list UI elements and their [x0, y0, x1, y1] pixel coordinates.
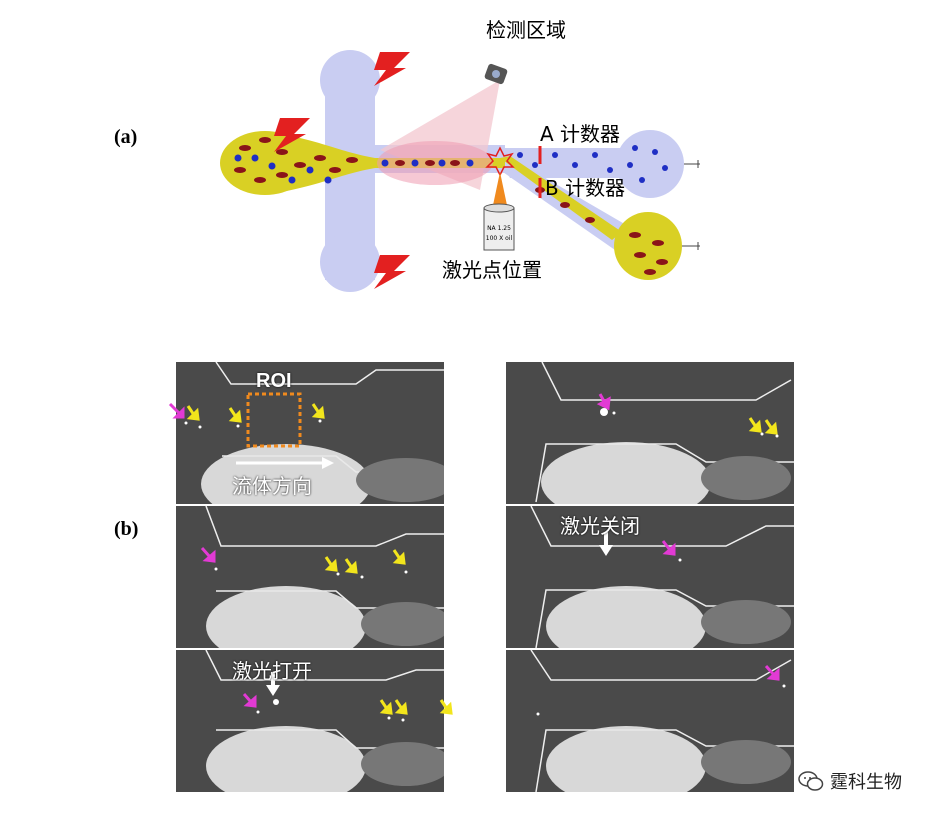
laser-arrow-icon [266, 532, 613, 696]
microfluidic-chip-diagram: NA 1.25 100 X oil [210, 40, 730, 310]
micrograph-frame [176, 650, 444, 792]
particle-dots [184, 408, 786, 722]
detection-zone-label: 检测区域 [486, 18, 566, 42]
micrograph-frame [506, 362, 794, 504]
panel-a-label: (a) [114, 126, 138, 148]
micrograph-frame [506, 506, 794, 648]
wechat-icon [798, 771, 824, 791]
laser-off-label: 激光关闭 [560, 514, 640, 538]
flow-direction-arrow [236, 457, 334, 469]
camera-icon [484, 63, 508, 85]
panel-b-label: (b) [114, 518, 139, 540]
svg-text:100 X oil: 100 X oil [486, 235, 513, 242]
flow-direction-label: 流体方向 [232, 474, 312, 498]
laser-beam [492, 172, 508, 210]
counter-b-label: B 计数器 [545, 176, 626, 200]
counter-a-label: A 计数器 [540, 122, 621, 146]
micrograph-frame [506, 650, 794, 792]
laser-position-label: 激光点位置 [442, 258, 542, 282]
roi-box [246, 392, 302, 448]
watermark: 霆科生物 [798, 768, 902, 794]
micrograph-frame [176, 362, 444, 504]
yellow-arrow-icon [186, 403, 778, 715]
svg-text:NA 1.25: NA 1.25 [487, 225, 511, 232]
watermark-text: 霆科生物 [830, 772, 902, 793]
objective-lens-icon: NA 1.25 100 X oil [483, 203, 515, 251]
blue-particles [234, 145, 668, 184]
lightning-icon [274, 52, 410, 289]
red-cells [234, 137, 668, 275]
magenta-arrow-icon [168, 393, 780, 708]
micrograph-frame [176, 506, 444, 648]
roi-label: ROI [256, 370, 292, 392]
laser-on-label: 激光打开 [232, 659, 312, 683]
